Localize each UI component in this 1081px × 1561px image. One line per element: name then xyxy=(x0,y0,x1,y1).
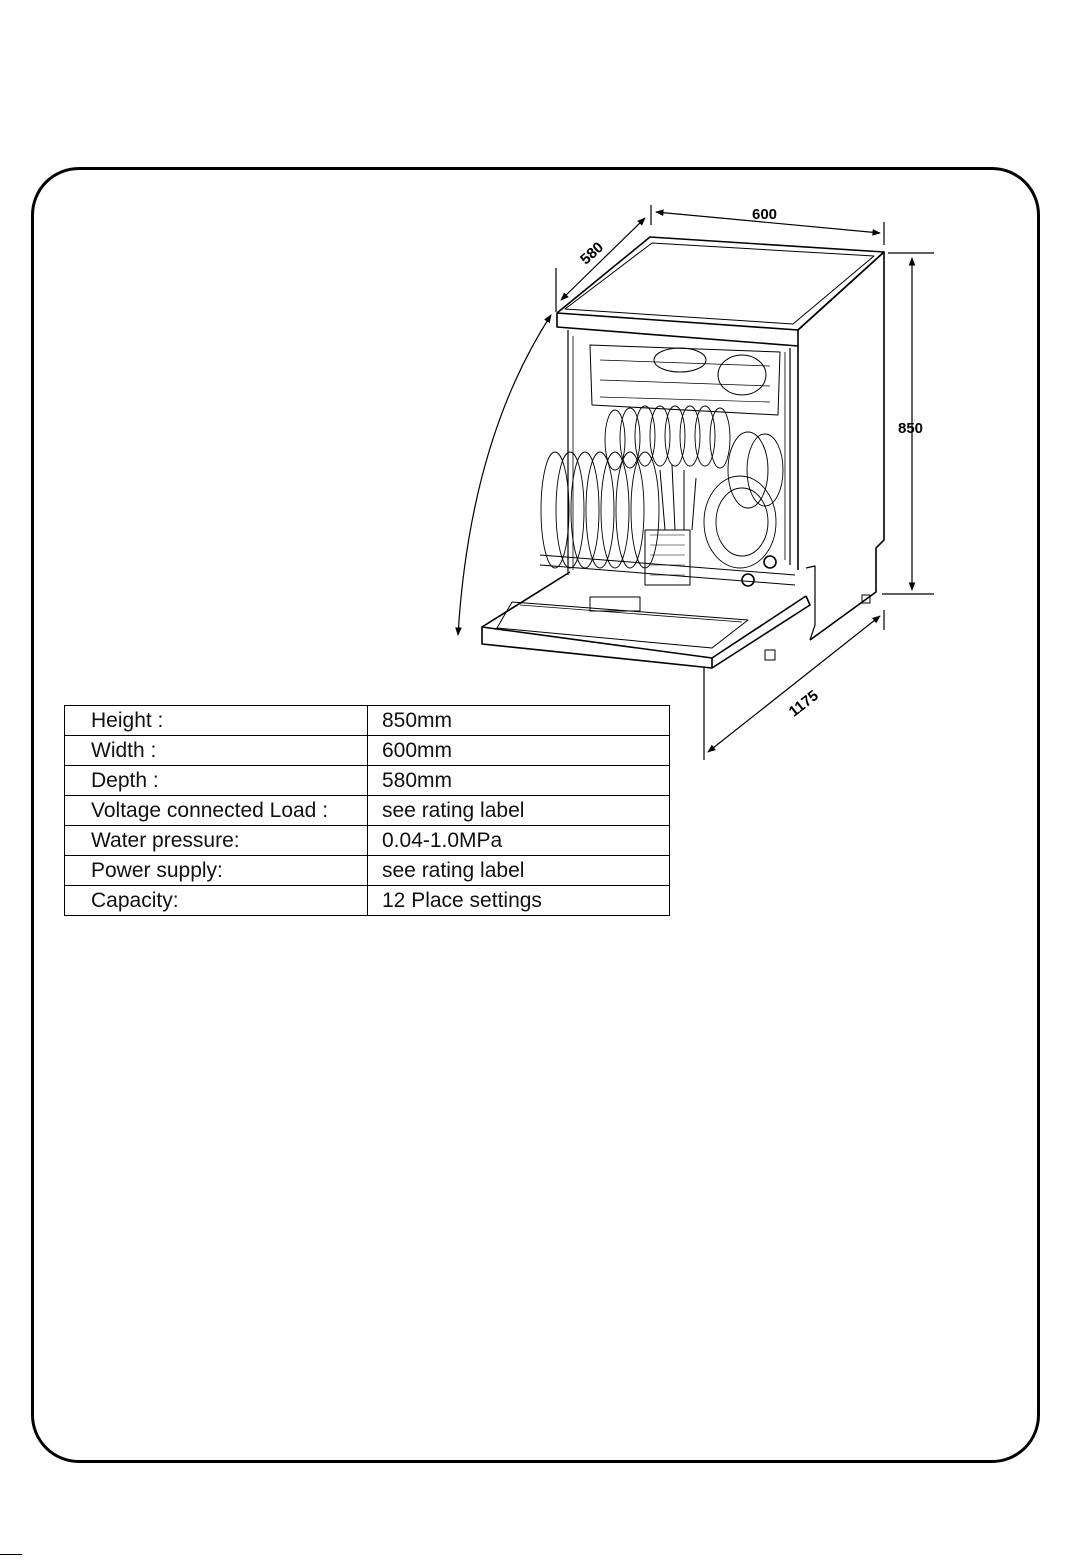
table-row: Power supply: see rating label xyxy=(65,856,670,886)
spec-value: 600mm xyxy=(368,736,670,766)
table-row: Capacity: 12 Place settings xyxy=(65,886,670,916)
dim-width-label: 600 xyxy=(752,206,777,223)
cutlery-basket xyxy=(645,530,690,585)
spec-value: see rating label xyxy=(368,796,670,826)
lower-rack xyxy=(541,452,776,568)
spec-label: Capacity: xyxy=(65,886,368,916)
side-panel xyxy=(798,252,884,640)
spec-label: Depth : xyxy=(65,766,368,796)
spec-label: Width : xyxy=(65,736,368,766)
upper-rack xyxy=(590,345,780,415)
table-row: Height : 850mm xyxy=(65,706,670,736)
spec-label: Water pressure: xyxy=(65,826,368,856)
spec-value: 12 Place settings xyxy=(368,886,670,916)
spec-value: 850mm xyxy=(368,706,670,736)
spec-label: Power supply: xyxy=(65,856,368,886)
open-door xyxy=(482,572,806,658)
spec-label: Height : xyxy=(65,706,368,736)
table-row: Voltage connected Load : see rating labe… xyxy=(65,796,670,826)
dim-door-open-label: 1175 xyxy=(786,687,822,720)
specifications-table: Height : 850mm Width : 600mm Depth : 580… xyxy=(64,705,670,916)
page-corner-mark xyxy=(0,1554,22,1555)
dim-height-label: 850 xyxy=(898,420,923,437)
dim-depth-label: 580 xyxy=(577,239,607,268)
spec-label: Voltage connected Load : xyxy=(65,796,368,826)
dishwasher-illustration: 600 580 850 1175 xyxy=(440,195,1000,780)
table-row: Depth : 580mm xyxy=(65,766,670,796)
spec-value: 580mm xyxy=(368,766,670,796)
spec-value: see rating label xyxy=(368,856,670,886)
table-row: Water pressure: 0.04-1.0MPa xyxy=(65,826,670,856)
table-row: Width : 600mm xyxy=(65,736,670,766)
dishwasher-dimension-diagram: 600 580 850 1175 xyxy=(440,195,1000,780)
spec-value: 0.04-1.0MPa xyxy=(368,826,670,856)
